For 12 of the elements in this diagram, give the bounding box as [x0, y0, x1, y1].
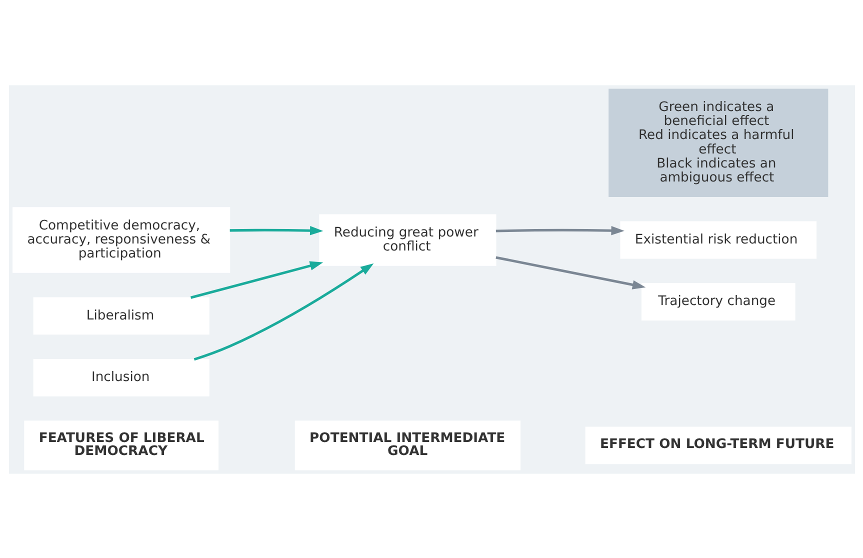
arrow	[193, 262, 374, 360]
node-box: Liberalism	[32, 296, 209, 334]
arrow	[495, 225, 624, 235]
node-box: Existential risk reduction	[620, 220, 816, 258]
arrow	[190, 260, 323, 298]
node-box: Inclusion	[32, 358, 209, 396]
arrow	[229, 226, 323, 235]
arrow	[495, 256, 646, 289]
node-box: Green indicates a beneficial effect Red indicates a harmful effect Black indicates an ambiguous effect	[608, 88, 828, 197]
node-box: Reducing great power conflict	[318, 214, 496, 266]
node-box: Trajectory change	[640, 282, 795, 320]
node-box: Competitive democracy, accuracy, responsiveness & participation	[12, 206, 230, 272]
